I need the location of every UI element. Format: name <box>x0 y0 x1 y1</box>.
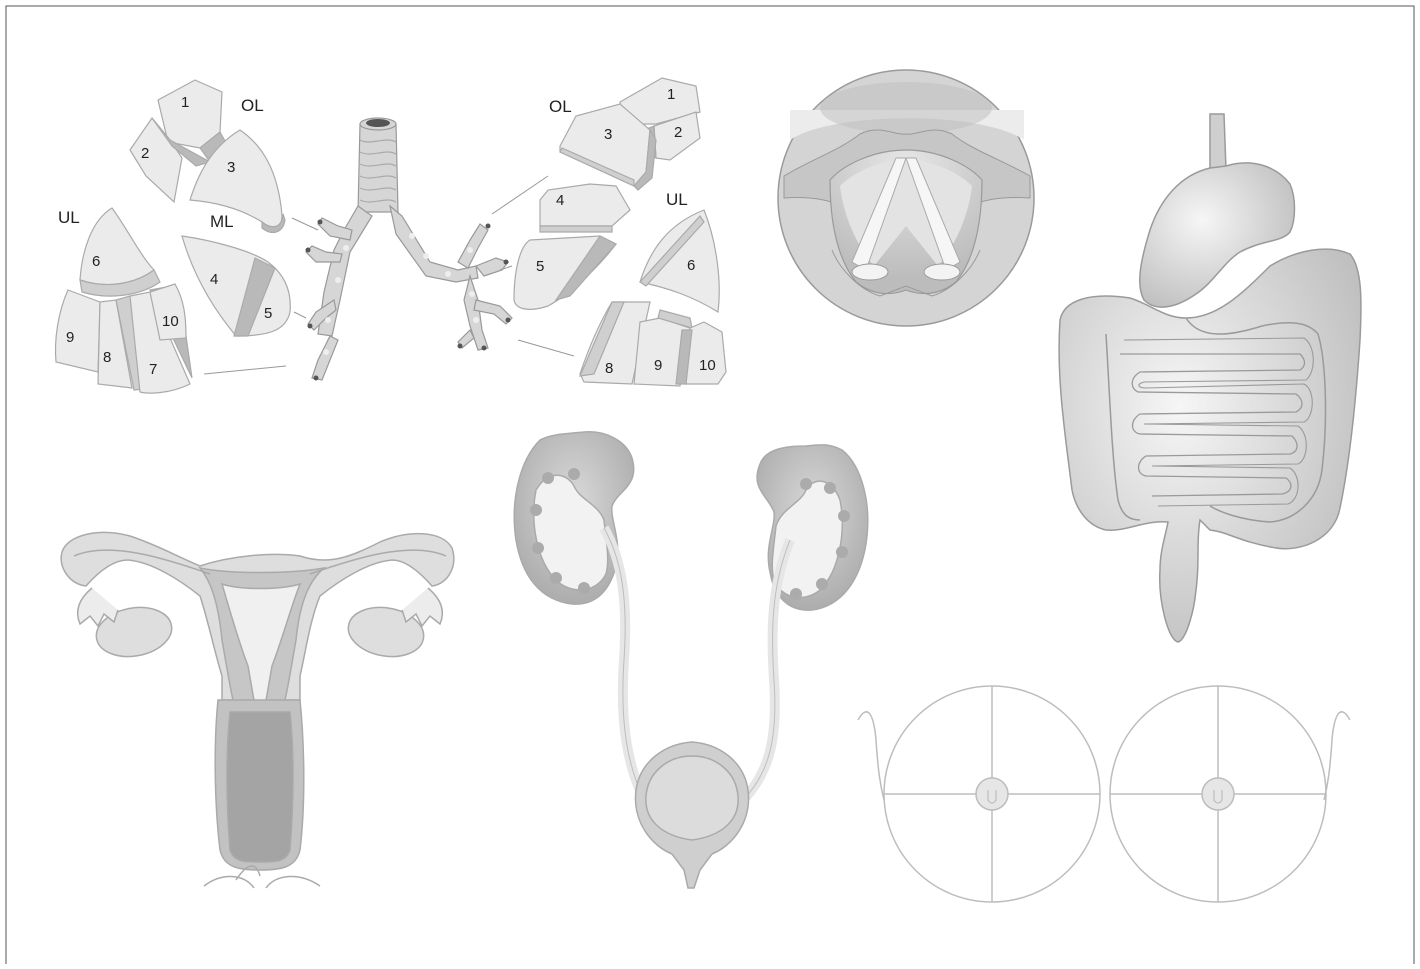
seg-right-1: 1 <box>667 86 675 103</box>
label-right-ol: OL <box>549 97 572 116</box>
breasts <box>858 686 1350 902</box>
label-left-ul: UL <box>58 208 80 227</box>
seg-left-10: 10 <box>162 313 179 330</box>
seg-left-9: 9 <box>66 329 74 346</box>
seg-right-3: 3 <box>604 126 612 143</box>
seg-left-8: 8 <box>103 349 111 366</box>
seg-left-1: 1 <box>181 94 189 111</box>
label-left-ol: OL <box>241 96 264 115</box>
seg-right-2: 2 <box>674 124 682 141</box>
seg-left-5: 5 <box>264 305 272 322</box>
right-lung-segments <box>514 78 726 386</box>
seg-right-9: 9 <box>654 357 662 374</box>
larynx <box>778 70 1034 326</box>
seg-right-4: 4 <box>556 192 564 209</box>
stomach-intestine <box>1059 114 1361 642</box>
bronchial-tree <box>306 118 513 381</box>
seg-left-3: 3 <box>227 159 235 176</box>
seg-left-4: 4 <box>210 271 218 288</box>
label-left-ml: ML <box>210 212 234 231</box>
kidneys-bladder <box>514 432 867 888</box>
left-lung-segments <box>56 80 291 393</box>
seg-right-8: 8 <box>605 360 613 377</box>
seg-left-6: 6 <box>92 253 100 270</box>
seg-left-7: 7 <box>149 361 157 378</box>
seg-left-2: 2 <box>141 145 149 162</box>
seg-right-5: 5 <box>536 258 544 275</box>
label-right-ul: UL <box>666 190 688 209</box>
uterus <box>61 533 454 888</box>
seg-right-10: 10 <box>699 357 716 374</box>
seg-right-6: 6 <box>687 257 695 274</box>
